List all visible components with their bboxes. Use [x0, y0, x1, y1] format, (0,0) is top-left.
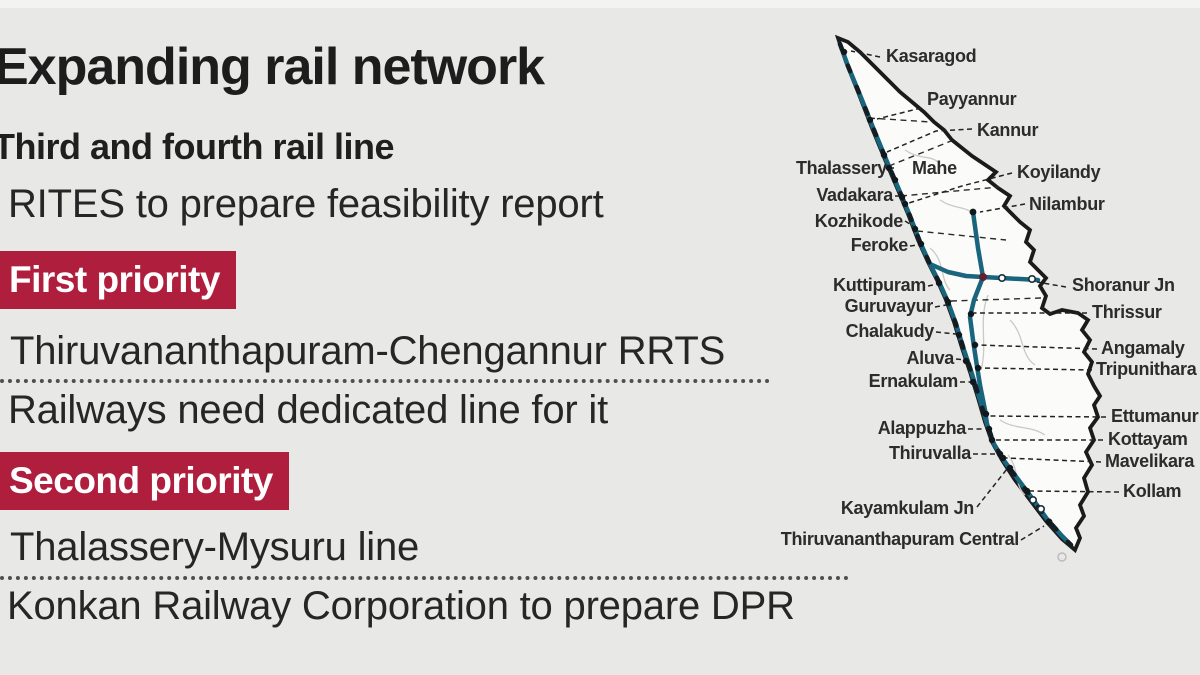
map-label-thiruvananthapuram-central: Thiruvananthapuram Central: [781, 529, 1019, 549]
map-label-kasaragod: Kasaragod: [886, 46, 976, 66]
map-label-tripunithara: Tripunithara: [1096, 359, 1198, 379]
junction-dot: [979, 273, 987, 281]
map-label-payyannur: Payyannur: [927, 89, 1017, 109]
map-label-thrissur: Thrissur: [1092, 302, 1162, 322]
map-label-nilambur: Nilambur: [1029, 194, 1105, 214]
map-label-alappuzha: Alappuzha: [878, 418, 968, 438]
open-station-markers: [997, 273, 1046, 513]
map-label-kottayam: Kottayam: [1108, 429, 1188, 449]
map-label-kozhikode: Kozhikode: [815, 211, 904, 231]
map-label-angamaly: Angamaly: [1101, 338, 1185, 358]
map-label-kannur: Kannur: [977, 120, 1038, 140]
dotted-divider: [0, 379, 770, 383]
station-labels: Kasaragod Payyannur Kannur Thalassery Ma…: [781, 46, 1199, 549]
nilambur-branch-line: [970, 209, 986, 280]
map-label-kayamkulam-jn: Kayamkulam Jn: [841, 498, 974, 518]
city-ring-icon: [1057, 552, 1067, 562]
district-boundaries: [868, 117, 1042, 302]
map-label-chalakudy: Chalakudy: [846, 321, 935, 341]
shoranur-branch-line: [927, 261, 986, 280]
map-label-thalassery: Thalassery: [796, 158, 887, 178]
map-label-ettumanur: Ettumanur: [1111, 406, 1199, 426]
label-leader-lines: [850, 50, 1120, 541]
map-label-vadakara: Vadakara: [816, 185, 894, 205]
map-label-ernakulam: Ernakulam: [869, 371, 958, 391]
dotted-divider: [0, 576, 849, 580]
interior-terrain-lines: [904, 149, 1046, 496]
map-label-mahe: Mahe: [912, 158, 957, 178]
station-dots: [840, 48, 1053, 526]
top-light-strip: [0, 0, 1200, 8]
map-label-mavelikara: Mavelikara: [1105, 451, 1195, 471]
badge-second-priority: Second priority: [0, 452, 289, 510]
map-label-koyilandy: Koyilandy: [1017, 162, 1101, 182]
priority2-line2: Konkan Railway Corporation to prepare DP…: [7, 584, 795, 628]
page-title: Expanding rail network: [0, 38, 545, 96]
priority2-line1: Thalassery-Mysuru line: [10, 525, 420, 569]
priority1-line1: Thiruvananthapuram-Chengannur RRTS: [10, 329, 726, 373]
map-label-aluva: Aluva: [906, 348, 955, 368]
map-label-shoranur-jn: Shoranur Jn: [1072, 275, 1175, 295]
map-label-kuttipuram: Kuttipuram: [833, 275, 926, 295]
kerala-map: Kasaragod Payyannur Kannur Thalassery Ma…: [730, 18, 1200, 580]
map-label-feroke: Feroke: [851, 235, 909, 255]
priority1-line2: Railways need dedicated line for it: [8, 388, 609, 432]
map-label-guruvayur: Guruvayur: [845, 296, 934, 316]
note-rites: RITES to prepare feasibility report: [8, 182, 604, 226]
section-heading-third-fourth-line: Third and fourth rail line: [0, 126, 395, 167]
map-label-thiruvalla: Thiruvalla: [889, 443, 972, 463]
inland-rail-line: [967, 274, 990, 427]
badge-first-priority: First priority: [0, 251, 236, 309]
map-label-kollam: Kollam: [1123, 481, 1181, 501]
